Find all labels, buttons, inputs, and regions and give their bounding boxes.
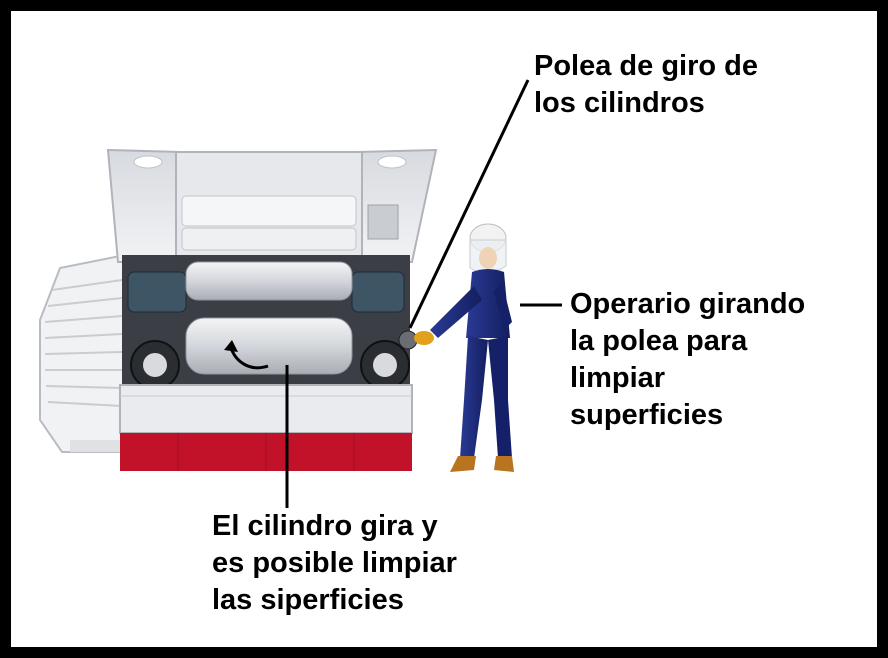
control-box <box>367 204 399 240</box>
cylinder-label-line-2: es posible limpiar <box>212 547 457 579</box>
pulley-label-line-1: Polea de giro de <box>534 50 758 82</box>
cylinder-label-line-1: El cilindro gira y <box>212 510 438 542</box>
cylinder-label: El cilindro gira y es posible limpiar la… <box>212 508 457 619</box>
operator-label: Operario girando la polea para limpiar s… <box>570 286 805 434</box>
side-hood <box>39 253 126 453</box>
boot <box>494 456 514 472</box>
upper-roller <box>185 261 353 301</box>
right-motor <box>351 271 418 390</box>
rotation-arrow-icon <box>224 340 269 370</box>
pulley-leader-line <box>408 79 530 329</box>
pulley-label: Polea de giro de los cilindros <box>534 48 758 122</box>
left-motor <box>127 271 187 390</box>
main-cylinder <box>185 317 353 375</box>
operator-label-line-4: superficies <box>570 399 724 431</box>
pulley <box>398 330 418 350</box>
operator-figure <box>414 223 514 472</box>
operator-label-line-3: limpiar <box>570 362 666 394</box>
cylinder-label-line-3: las siperficies <box>212 584 404 616</box>
pulley-label-line-2: los cilindros <box>534 87 705 119</box>
boot <box>450 456 476 472</box>
operator-label-line-2: la polea para <box>570 325 748 357</box>
machine-lid <box>106 148 438 265</box>
machine <box>39 148 438 471</box>
operator-label-line-1: Operario girando <box>570 288 806 320</box>
vent-slats <box>44 279 123 407</box>
machine-body <box>119 384 413 434</box>
glove <box>414 331 434 345</box>
